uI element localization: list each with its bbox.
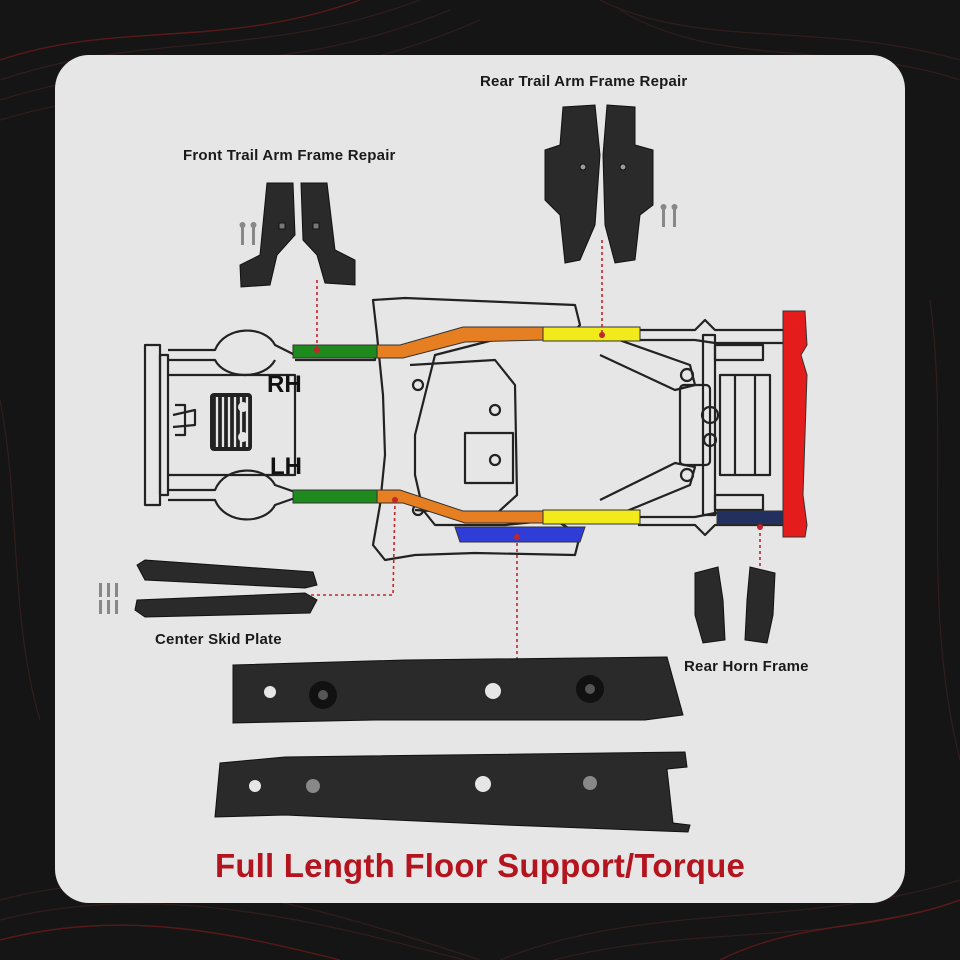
frame-diagram — [99, 104, 808, 833]
floor-support-beam-top — [232, 656, 684, 724]
section-front-trail-lower — [292, 489, 379, 504]
label-rh: RH — [267, 371, 302, 398]
label-rear-trail-arm: Rear Trail Arm Frame Repair — [480, 73, 688, 90]
product-card: Rear Trail Arm Frame Repair Front Trail … — [55, 55, 905, 903]
section-center-upper — [376, 326, 546, 359]
footer-title: Full Length Floor Support/Torque — [214, 847, 746, 884]
front-bolts-icon — [239, 222, 257, 245]
label-front-trail-arm: Front Trail Arm Frame Repair — [183, 147, 396, 164]
rear-bolts-icon — [660, 204, 678, 227]
section-rear-horn — [716, 510, 784, 525]
rear-horn-frame-icon — [694, 566, 776, 644]
section-front-trail-upper — [292, 344, 379, 359]
label-rear-horn-frame: Rear Horn Frame — [684, 658, 809, 675]
repair-sections — [292, 310, 808, 543]
label-center-skid-plate: Center Skid Plate — [155, 631, 282, 648]
leader-lines — [305, 240, 761, 673]
label-lh: LH — [270, 453, 302, 480]
section-rear-trail-lower — [542, 509, 641, 525]
section-rear-crossmember — [782, 310, 808, 538]
section-rear-trail-upper — [542, 326, 641, 342]
leader-dots — [314, 332, 763, 540]
rear-trail-arm-bracket-icon — [544, 104, 654, 264]
front-trail-arm-bracket-icon — [239, 182, 356, 288]
section-center-lower — [376, 489, 546, 524]
section-floor-support — [454, 526, 586, 543]
skid-bolts-icon — [99, 583, 118, 614]
center-skid-plate-icon — [134, 559, 318, 618]
floor-support-beam-bottom — [214, 751, 691, 833]
jeep-grille-icon — [210, 393, 252, 451]
